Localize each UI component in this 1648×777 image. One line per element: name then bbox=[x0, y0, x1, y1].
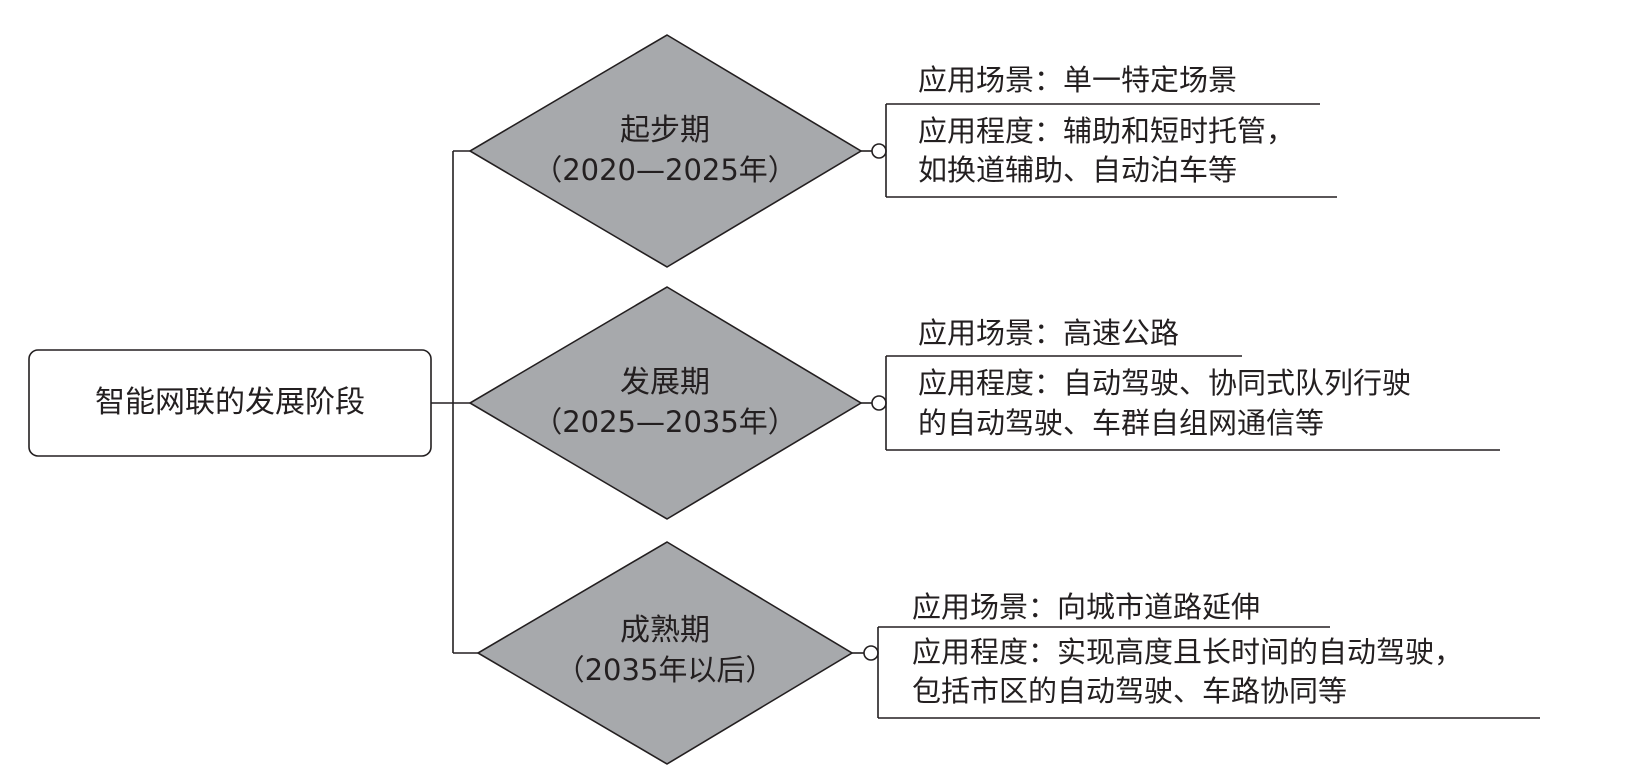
stage-2-link-node bbox=[871, 395, 887, 411]
stage-1: 起步期 （2020—2025年） 应用场景：单一特定场景 应用程度：辅助和短时托… bbox=[468, 34, 1337, 268]
stage-3-title: 成熟期 bbox=[620, 613, 710, 648]
stage-2-diamond bbox=[468, 286, 863, 520]
stage-3-degree-line-2: 包括市区的自动驾驶、车路协同等 bbox=[912, 674, 1347, 708]
stage-2: 发展期 （2025—2035年） 应用场景：高速公路 应用程度：自动驾驶、协同式… bbox=[468, 286, 1500, 520]
stage-1-degree-line-1: 应用程度：辅助和短时托管， bbox=[918, 114, 1295, 148]
stage-3-period: （2035年以后） bbox=[556, 653, 775, 687]
stage-3-degree-line-1: 应用程度：实现高度且长时间的自动驾驶， bbox=[912, 635, 1463, 669]
stage-3-scene: 应用场景：向城市道路延伸 bbox=[912, 590, 1260, 624]
stage-3-link-node bbox=[863, 645, 879, 661]
root-node-label: 智能网联的发展阶段 bbox=[95, 385, 365, 420]
stage-1-link-node bbox=[871, 143, 887, 159]
stage-3: 成熟期 （2035年以后） 应用场景：向城市道路延伸 应用程度：实现高度且长时间… bbox=[476, 541, 1540, 765]
stage-1-degree-line-2: 如换道辅助、自动泊车等 bbox=[918, 153, 1237, 187]
stage-1-scene: 应用场景：单一特定场景 bbox=[918, 63, 1237, 97]
stage-1-period: （2020—2025年） bbox=[533, 153, 797, 187]
stage-2-degree-line-2: 的自动驾驶、车群自组网通信等 bbox=[918, 406, 1324, 440]
stage-2-degree-line-1: 应用程度：自动驾驶、协同式队列行驶 bbox=[918, 366, 1411, 400]
stage-1-title: 起步期 bbox=[620, 113, 710, 148]
stage-2-detail-frame bbox=[885, 355, 1500, 451]
stage-2-period: （2025—2035年） bbox=[533, 405, 797, 439]
stage-1-diamond bbox=[468, 34, 863, 268]
connector-tree bbox=[431, 150, 478, 654]
stage-1-detail-frame bbox=[885, 103, 1337, 198]
stage-2-title: 发展期 bbox=[620, 365, 710, 400]
stage-3-detail-frame bbox=[877, 626, 1540, 719]
stage-3-diamond bbox=[476, 541, 854, 765]
stage-2-scene: 应用场景：高速公路 bbox=[918, 316, 1179, 350]
